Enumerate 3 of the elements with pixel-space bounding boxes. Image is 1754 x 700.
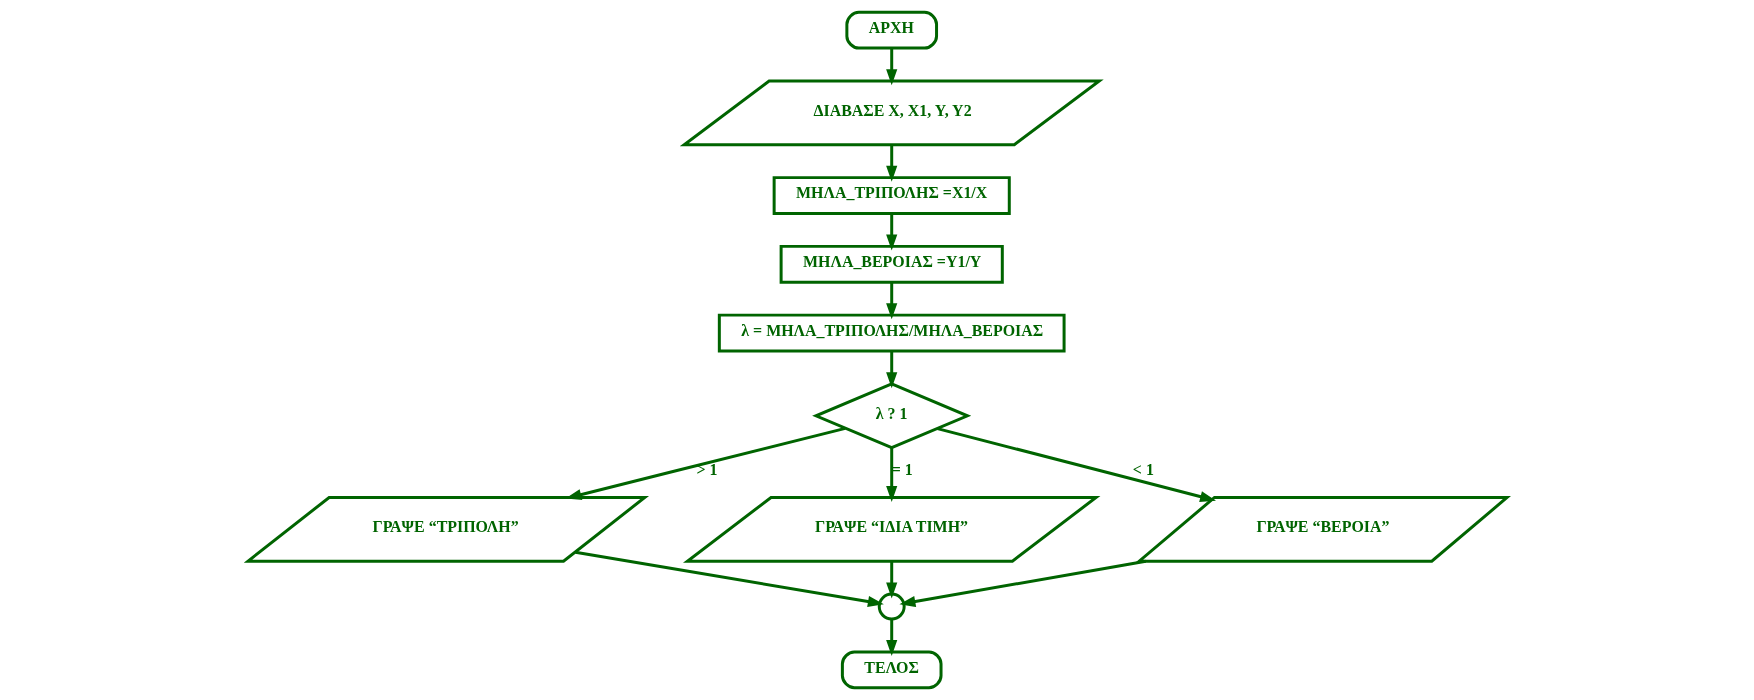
edge-label: > 1 xyxy=(695,461,717,479)
edge-label: = 1 xyxy=(891,461,913,479)
edge-label: < 1 xyxy=(1132,461,1154,479)
